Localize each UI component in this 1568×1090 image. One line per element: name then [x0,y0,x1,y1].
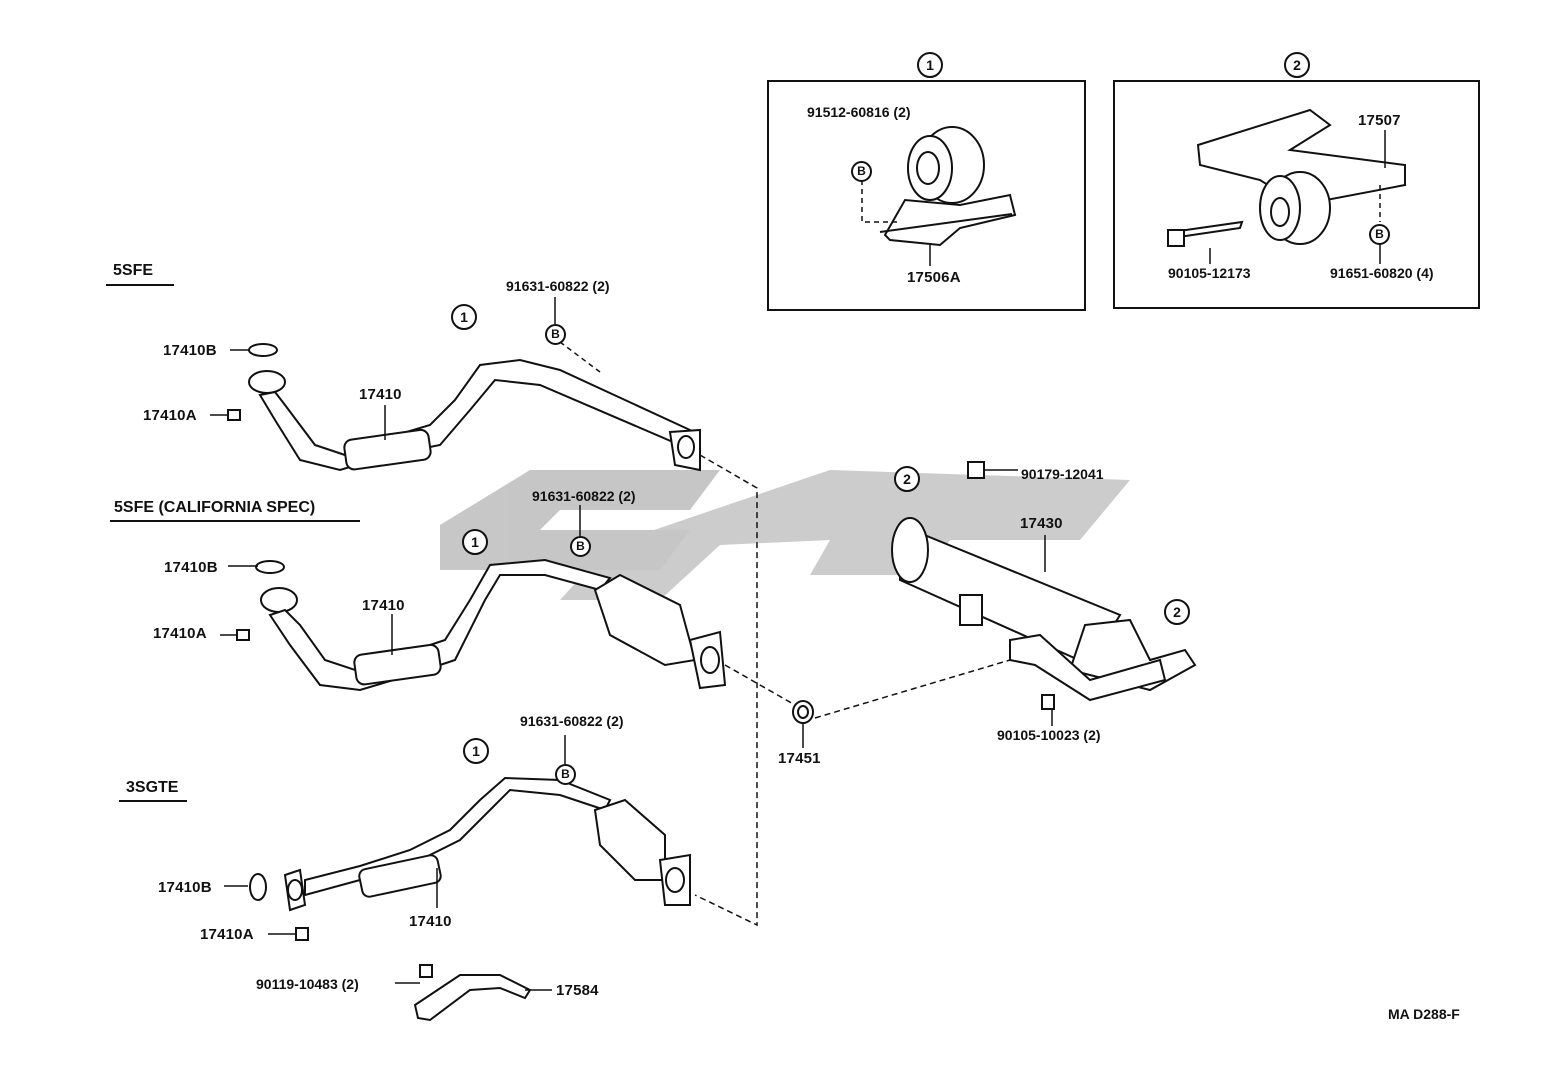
section-california-title: 5SFE (CALIFORNIA SPEC) [114,499,316,516]
front-pipe-california [236,558,727,692]
label-17584: 17584 [556,982,599,999]
label-17410a-b: 17410A [153,625,207,642]
inset-2-bolt-label: 90105-12173 [1168,265,1251,281]
inset-2-bracket-label: 17507 [1358,112,1401,129]
front-pipe-5sfe [227,343,701,472]
muffler-17430-drawing [891,461,1197,710]
section-3sgte-title: 3SGTE [126,779,179,796]
connection-dash-2 [724,659,1011,719]
bracket-17507-drawing [1167,108,1406,247]
label-17410a-a: 17410A [143,407,197,424]
inset-box-1 [767,80,1086,311]
label-17410-b: 17410 [362,597,405,614]
inset-1-number: 1 [917,52,943,78]
inset-2-nut-label: 91651-60820 (4) [1330,265,1434,281]
stay-17584-drawing [413,964,532,1022]
label-17410-c: 17410 [409,913,452,930]
mount-1-dash [861,180,900,223]
b-marker-c: B [555,764,576,785]
inset-1-part-label: 17506A [907,269,961,286]
section-california-underline [110,520,360,522]
label-bolt-d: 90119-10483 (2) [256,976,359,992]
callout-1-c: 1 [463,738,489,764]
label-bolt-mid: 90105-10023 (2) [997,727,1101,743]
label-nut-top: 90179-12041 [1021,466,1104,482]
label-bolt-a: 91631-60822 (2) [506,278,610,294]
callout-1-a: 1 [451,304,477,330]
b-marker-b: B [570,536,591,557]
b-marker-a: B [545,324,566,345]
inset-box-2 [1113,80,1480,309]
section-5sfe-title: 5SFE [113,262,154,279]
label-17451: 17451 [778,750,821,767]
connection-dash [694,454,758,927]
callout-1-b: 1 [462,529,488,555]
label-17410b-a: 17410B [163,342,217,359]
watermark-logo [440,470,1130,600]
callout-2-b: 2 [1164,599,1190,625]
section-5sfe-underline [106,284,174,286]
label-17410a-c: 17410A [200,926,254,943]
dash-bolt-a [559,341,601,373]
callout-2-a: 2 [894,466,920,492]
label-17410b-c: 17410B [158,879,212,896]
inset-2-b-marker: B [1369,224,1390,245]
front-pipe-3sgte [249,776,691,941]
label-bolt-c: 91631-60822 (2) [520,713,624,729]
gasket-17451-drawing [792,700,814,724]
label-bolt-b: 91631-60822 (2) [532,488,636,504]
section-3sgte-underline [119,800,187,802]
diagram-code: MA D288-F [1388,1006,1460,1022]
inset-1-b-marker: B [851,161,872,182]
label-17430: 17430 [1020,515,1063,532]
mount-17506a-drawing [879,126,1017,247]
inset-1-bolt-label: 91512-60816 (2) [807,104,911,120]
label-17410b-b: 17410B [164,559,218,576]
inset-2-number: 2 [1284,52,1310,78]
label-17410-a: 17410 [359,386,402,403]
